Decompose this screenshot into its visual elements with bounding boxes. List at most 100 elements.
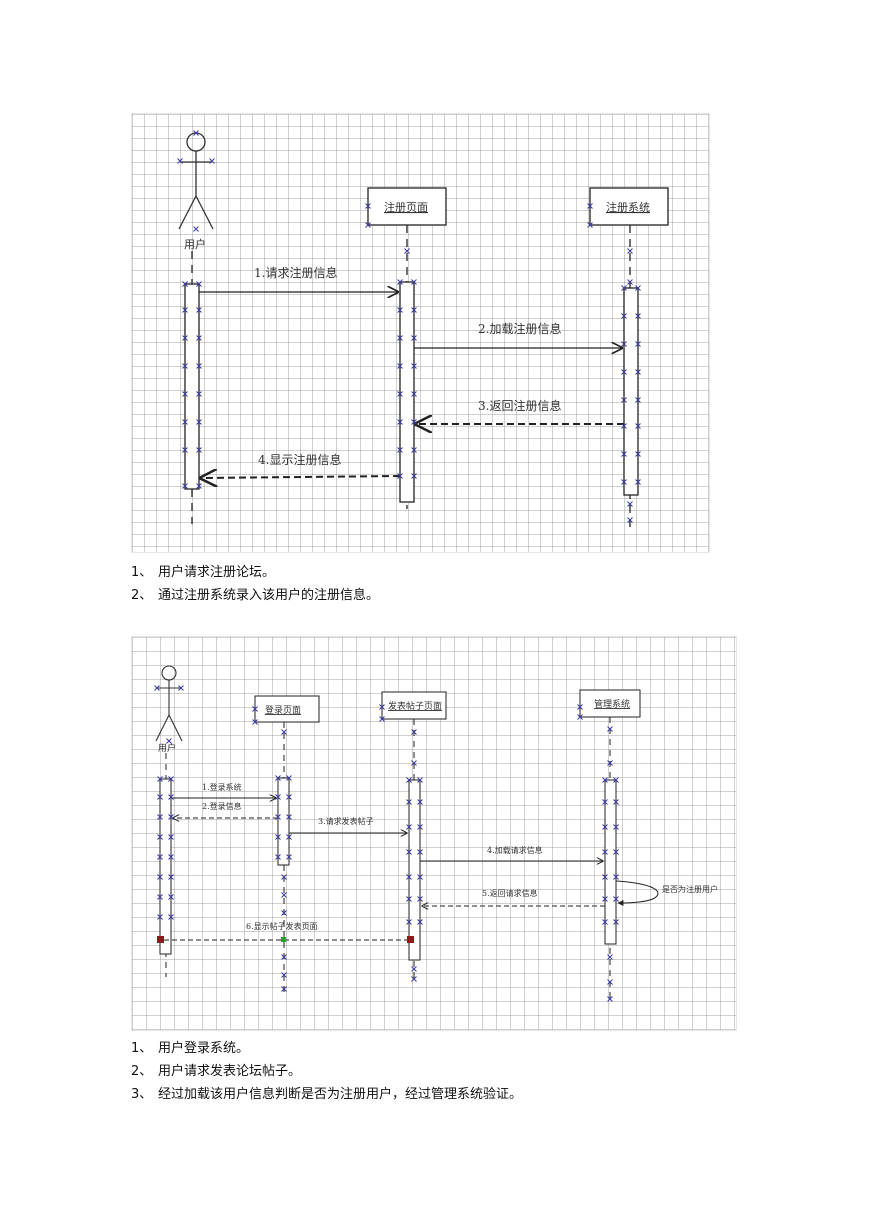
selection-handle-mark bbox=[397, 473, 403, 479]
selection-handle-mark bbox=[621, 341, 627, 347]
selection-handle-mark bbox=[411, 391, 417, 397]
post-page-activation-bar[interactable] bbox=[408, 779, 421, 961]
message-arrow-4[interactable] bbox=[201, 476, 401, 478]
object-login-page-label: 登录页面 bbox=[265, 705, 301, 716]
object-admin-system-box[interactable] bbox=[579, 689, 641, 718]
selection-handle-mark bbox=[621, 285, 627, 291]
actor-user-figure[interactable] bbox=[155, 665, 183, 742]
selection-handle-mark bbox=[286, 854, 292, 860]
selection-handle-mark bbox=[411, 966, 417, 972]
selection-handle-mark bbox=[397, 335, 403, 341]
selection-handle-mark bbox=[196, 281, 202, 287]
object-register-system-label: 注册系统 bbox=[606, 200, 650, 214]
selection-handle-mark bbox=[602, 849, 608, 855]
selection-handle-mark bbox=[607, 979, 613, 985]
selection-handle-mark bbox=[607, 760, 613, 766]
selection-handle-mark bbox=[196, 419, 202, 425]
selection-handle-mark bbox=[635, 451, 641, 457]
selection-handle-mark bbox=[182, 447, 188, 453]
selection-handle-mark bbox=[182, 307, 188, 313]
selection-handle-mark bbox=[627, 248, 633, 254]
selection-handle-mark bbox=[613, 919, 619, 925]
selection-handle-mark bbox=[411, 473, 417, 479]
selection-handle-mark bbox=[602, 799, 608, 805]
login-page-activation-bar[interactable] bbox=[277, 777, 290, 866]
selection-handle-mark bbox=[417, 849, 423, 855]
selection-handle-mark bbox=[397, 391, 403, 397]
message-midpoint-marker[interactable] bbox=[281, 937, 286, 942]
object-register-page-label: 注册页面 bbox=[384, 200, 428, 214]
selection-handle-mark bbox=[602, 824, 608, 830]
selection-handle-mark bbox=[168, 834, 174, 840]
object-login-page-box[interactable] bbox=[254, 695, 320, 723]
selection-handle-mark bbox=[602, 919, 608, 925]
note-item: 2、通过注册系统录入该用户的注册信息。 bbox=[131, 588, 380, 603]
selection-handle-mark bbox=[406, 919, 412, 925]
selection-handle-mark bbox=[411, 307, 417, 313]
selection-handle-mark bbox=[627, 501, 633, 507]
selection-handle-mark bbox=[621, 479, 627, 485]
selection-handle-mark bbox=[157, 914, 163, 920]
selection-handle-mark bbox=[209, 158, 215, 164]
register-system-activation-bar[interactable] bbox=[623, 287, 639, 496]
register-page-activation-bar[interactable] bbox=[399, 281, 415, 503]
message-label-6: 6.显示帖子发表页面 bbox=[246, 921, 318, 931]
selection-handle-mark bbox=[635, 397, 641, 403]
selection-handle-mark bbox=[635, 369, 641, 375]
selection-handle-mark bbox=[411, 419, 417, 425]
selection-handle-mark bbox=[607, 954, 613, 960]
object-register-system-box[interactable] bbox=[589, 187, 669, 226]
selection-handle-mark bbox=[417, 799, 423, 805]
selection-handle-mark bbox=[635, 479, 641, 485]
selection-handle-mark bbox=[281, 729, 287, 735]
selection-handle-mark bbox=[286, 775, 292, 781]
selection-handle-mark bbox=[602, 777, 608, 783]
selection-handle-mark bbox=[406, 874, 412, 880]
message-label-2: 2.登录信息 bbox=[202, 801, 242, 811]
actor-user-figure[interactable] bbox=[178, 132, 214, 230]
selection-handle-mark bbox=[627, 517, 633, 523]
message-label-5: 5.返回请求信息 bbox=[482, 888, 538, 898]
self-message-arrow[interactable] bbox=[615, 880, 659, 906]
diagram1-canvas: 用户 注册页面 注册系统 1.请求注册信息 2.加载注册信息 3.返回注册信息 … bbox=[177, 130, 669, 529]
admin-system-activation-bar[interactable] bbox=[604, 779, 617, 945]
post-topic-sequence-diagram: 用户 登录页面 发表帖子页面 管理系统 1.登录系统 2.登录信息 3.请求发表… bbox=[131, 636, 737, 1031]
selection-handle-mark bbox=[182, 335, 188, 341]
selection-handle-mark bbox=[577, 714, 583, 720]
selection-handle-mark bbox=[635, 341, 641, 347]
selection-handle-mark bbox=[275, 814, 281, 820]
selection-handle-mark bbox=[411, 279, 417, 285]
selection-handle-mark bbox=[613, 849, 619, 855]
message-start-marker[interactable] bbox=[157, 936, 164, 943]
selection-handle-mark bbox=[406, 777, 412, 783]
selection-handle-mark bbox=[397, 447, 403, 453]
selection-handle-mark bbox=[168, 874, 174, 880]
object-post-page-box[interactable] bbox=[381, 691, 447, 720]
user-activation-bar[interactable] bbox=[184, 283, 200, 490]
selection-handle-mark bbox=[275, 794, 281, 800]
selection-handle-mark bbox=[613, 799, 619, 805]
selection-handle-mark bbox=[168, 894, 174, 900]
selection-handles bbox=[177, 130, 641, 523]
selection-handle-mark bbox=[404, 248, 410, 254]
selection-handle-mark bbox=[397, 307, 403, 313]
selection-handle-mark bbox=[154, 685, 160, 691]
selection-handle-mark bbox=[417, 777, 423, 783]
selection-handle-mark bbox=[411, 976, 417, 982]
user-activation-bar[interactable] bbox=[159, 778, 172, 955]
selection-handle-mark bbox=[365, 222, 371, 228]
selection-handle-mark bbox=[417, 919, 423, 925]
selection-handle-mark bbox=[281, 986, 287, 992]
selection-handle-mark bbox=[157, 814, 163, 820]
selection-handle-mark bbox=[275, 834, 281, 840]
selection-handle-mark bbox=[627, 279, 633, 285]
selection-handle-mark bbox=[157, 834, 163, 840]
message-end-marker[interactable] bbox=[407, 936, 414, 943]
selection-handle-mark bbox=[281, 954, 287, 960]
selection-handle-mark bbox=[613, 824, 619, 830]
selection-handle-mark bbox=[613, 896, 619, 902]
message-label-3: 3.请求发表帖子 bbox=[318, 816, 374, 826]
selection-handle-mark bbox=[411, 363, 417, 369]
selection-handle-mark bbox=[168, 854, 174, 860]
selection-handle-mark bbox=[365, 203, 371, 209]
